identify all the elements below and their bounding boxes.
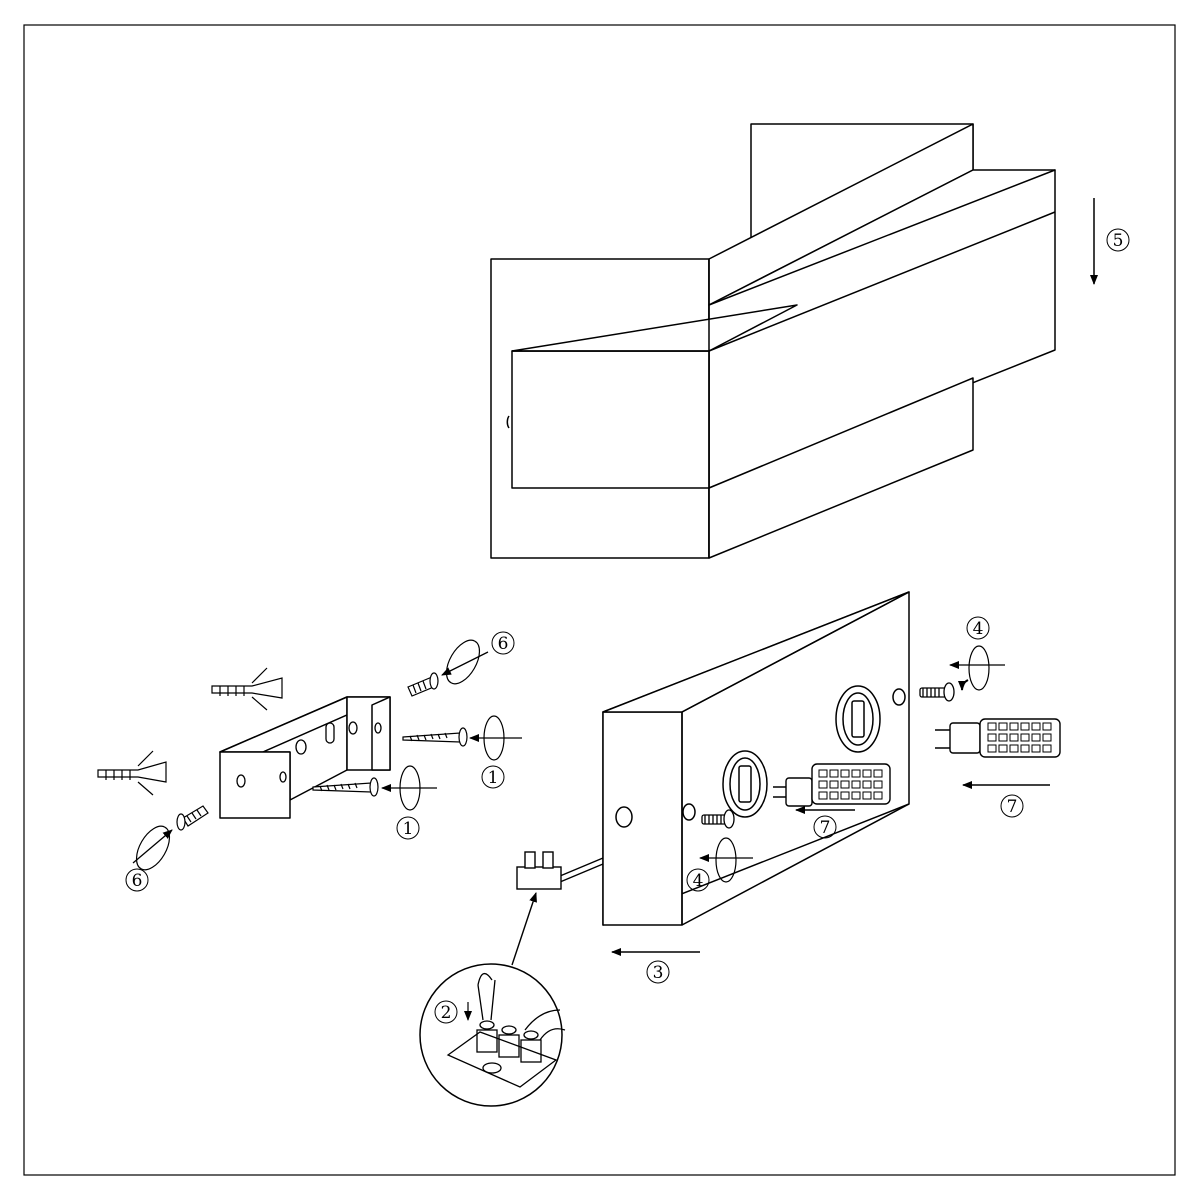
bracket-front-end [219, 751, 291, 819]
arrow-connector-detail [511, 892, 537, 966]
svg-text:5: 5 [1113, 231, 1124, 251]
step-7-label-left: 7 [813, 815, 837, 839]
svg-text:4: 4 [973, 619, 984, 639]
box-screw-hole-right [892, 688, 906, 706]
outer-frame [23, 24, 1176, 1176]
screw-step-6-bottom [176, 805, 209, 831]
lamp-edges [506, 211, 1056, 558]
box-screw-hole [682, 803, 696, 821]
rotate-step-4-left [715, 837, 737, 883]
wall-plug-bottom [97, 750, 167, 796]
g9-bulb-right [935, 718, 1061, 758]
box-hole-left [615, 806, 633, 828]
rotate-step-6-bottom [135, 825, 171, 871]
svg-text:1: 1 [403, 819, 414, 839]
step-5-label: 5 [1106, 228, 1130, 252]
svg-text:3: 3 [653, 963, 664, 983]
step-4-label-left: 4 [686, 868, 710, 892]
socket-left [722, 750, 768, 818]
wiring-detail-circle [419, 963, 566, 1107]
mounting-box [602, 591, 910, 926]
step-6-label-bottom: 6 [125, 868, 149, 892]
step-6-label-top: 6 [491, 631, 515, 655]
arrow-step-6-bottom [132, 829, 173, 864]
svg-text:6: 6 [498, 634, 509, 654]
svg-text:7: 7 [1007, 797, 1018, 817]
wall-plug-top [211, 667, 283, 711]
step-1-label-lower: 1 [396, 816, 420, 840]
svg-text:7: 7 [820, 818, 831, 838]
terminal-connector [516, 851, 604, 890]
screw-step-4-right [919, 682, 955, 702]
wall-lamp-assembled [490, 123, 1056, 559]
svg-text:2: 2 [441, 1003, 452, 1023]
arrow-step-6-top [441, 651, 489, 676]
svg-text:1: 1 [488, 768, 499, 788]
mounting-box-side [602, 711, 683, 926]
step-7-label-right: 7 [1000, 794, 1024, 818]
long-screw-upper [402, 727, 468, 747]
step-2-label: 2 [434, 1000, 458, 1024]
socket-right [835, 685, 881, 753]
mounting-box-edges [681, 591, 910, 926]
step-1-label-upper: 1 [481, 765, 505, 789]
bracket-right-lip [371, 696, 391, 771]
step-3-label: 3 [646, 960, 670, 984]
lamp-front-panel [511, 350, 710, 489]
screw-step-6-top [407, 672, 439, 697]
bracket-holes [236, 721, 382, 788]
step-4-label-right: 4 [966, 616, 990, 640]
rotate-step-6-top [445, 639, 481, 685]
mounting-bracket [219, 696, 391, 819]
rotate-step-4-right [968, 645, 990, 691]
svg-text:4: 4 [693, 871, 704, 891]
screw-step-4-left [701, 809, 735, 829]
g9-bulb-left [773, 763, 891, 807]
long-screw-lower [312, 777, 379, 797]
svg-text:6: 6 [132, 871, 143, 891]
